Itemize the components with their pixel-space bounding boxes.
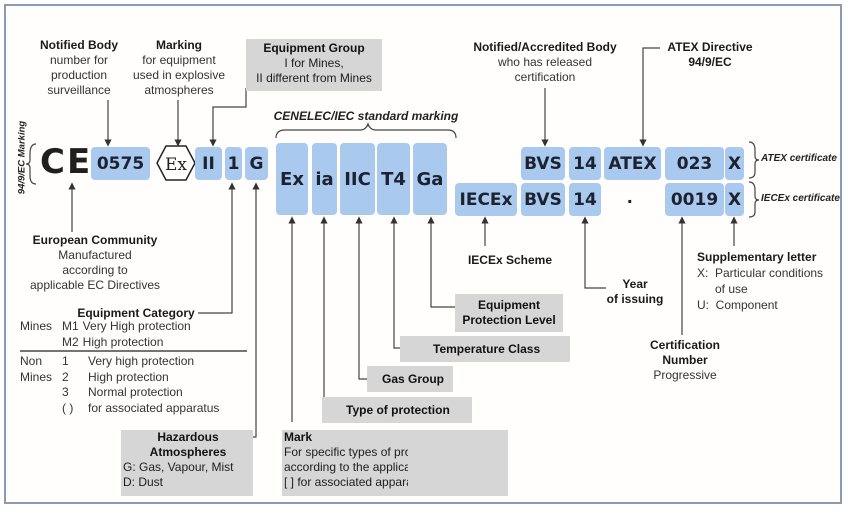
cenelec-label: CENELEC/IEC standard marking [273, 109, 459, 123]
ex-mark-box: Ex [276, 143, 308, 215]
equipment-group-label: Equipment Group I for Mines, II differen… [246, 39, 382, 91]
iecex-body-box: BVS [521, 183, 565, 216]
iecex-year-box: 14 [569, 183, 601, 216]
side-label: 94/9/EC Marking [16, 120, 28, 195]
atex-supplementary-box: X [725, 147, 744, 180]
epl-box: Ga [413, 143, 447, 215]
supplementary-letter-label: Supplementary letter X: Particular condi… [697, 250, 824, 312]
equipment-category-box: 1 [225, 147, 242, 180]
iecex-certificate-label: IECEx certificate [761, 193, 840, 204]
category-row: 3 Normal protection [62, 385, 183, 399]
equipment-category-nonmines-table: Non 1 Very high protection Mines 2 High … [20, 354, 223, 416]
notified-body-number-box: 0575 [91, 147, 150, 180]
ce-mark-icon: CE [40, 142, 93, 182]
category-row: Mines M1 Very High protection [20, 319, 191, 333]
atmosphere-box: G [245, 147, 268, 180]
atex-cert-number-box: 023 [665, 147, 724, 180]
certification-number-label: Certification Number Progressive [649, 338, 720, 382]
category-row: ( ) for associated apparatus [62, 400, 220, 415]
notified-body-label: Notified Body number for production surv… [40, 38, 118, 97]
iecex-separator: . [627, 186, 633, 208]
notified-accredited-label: Notified/Accredited Body who has release… [473, 40, 617, 84]
atex-year-box: 14 [569, 147, 601, 180]
marking-label: Marking for equipment used in explosive … [132, 38, 226, 97]
iecex-scheme-box: IECEx [455, 183, 517, 216]
category-row: M2 High protection [62, 334, 164, 349]
iecex-cert-number-box: 0019 [665, 183, 724, 216]
protection-type-box: ia [312, 143, 337, 215]
atex-body-box: BVS [521, 147, 565, 180]
equipment-category-title: Equipment Category [77, 306, 195, 320]
mark-label: Mark For specific types of protection ac… [282, 430, 477, 496]
year-of-issuing-label: Year of issuing [606, 277, 664, 306]
european-community-label: European Community Manufactured accordin… [29, 233, 161, 292]
atex-certificate-label: ATEX certificate [761, 153, 837, 164]
temperature-class-label: Temperature Class [400, 336, 570, 362]
type-of-protection-label: Type of protection [322, 397, 472, 423]
svg-text:Ex: Ex [165, 155, 187, 175]
category-row: Mines 2 High protection [20, 369, 169, 384]
equipment-category-mines-table: Mines M1 Very High protection M2 High pr… [20, 319, 195, 350]
hazardous-atmospheres-label: Hazardous Atmospheres G: Gas, Vapour, Mi… [121, 430, 253, 496]
ex-hexagon-icon: Ex [156, 144, 196, 182]
mark-label-extension [408, 430, 508, 496]
gas-group-box: IIC [340, 143, 375, 215]
temp-class-box: T4 [377, 143, 410, 215]
iecex-supplementary-box: X [725, 183, 744, 216]
equipment-protection-level-label: Equipment Protection Level [455, 294, 563, 332]
equipment-group-box: II [195, 147, 222, 180]
category-row: Non 1 Very high protection [20, 354, 195, 368]
iecex-scheme-label: IECEx Scheme [467, 253, 553, 267]
atex-directive-box: ATEX [604, 147, 661, 180]
atex-directive-label: ATEX Directive 94/9/EC [667, 40, 753, 69]
gas-group-label: Gas Group [367, 366, 453, 392]
